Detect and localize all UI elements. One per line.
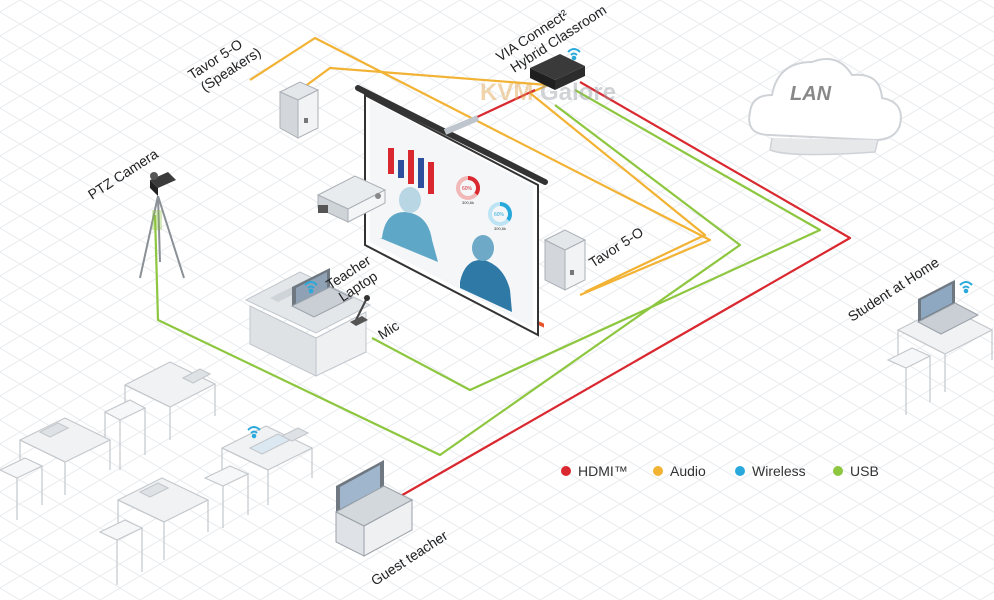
screen-gauge-2: 60% 300,6k [488,202,512,231]
legend-label: USB [850,463,879,479]
hdmi-cable-screen [474,89,536,119]
tavor-speaker-right [543,229,587,291]
student-desk-3 [203,425,314,528]
student-desks [0,361,314,585]
tavor-speaker-left [278,81,320,139]
gauge1-value: 60% [462,186,473,192]
legend-item-wireless: Wireless [735,463,806,479]
legend-swatch [653,466,663,476]
ptz-camera [139,172,185,279]
projector [316,115,480,223]
student-desk-1 [103,361,217,470]
legend-item-usb: USB [833,463,879,479]
audio-cable-speakers [249,36,712,297]
teacher-laptop-wifi-icon [304,281,318,294]
screen-gauge-1: 60% 300,6k [456,176,480,205]
microphone [350,295,370,326]
legend-label: HDMI™ [578,463,628,479]
screen-person-2 [460,235,512,312]
usb-cable-mic [371,89,822,392]
via-wifi-icon [567,48,581,61]
legend-item-hdmi: HDMI™ [561,463,628,479]
usb-cable-camera [153,104,742,457]
legend: HDMI™ Audio Wireless USB [561,463,879,479]
screen-person-1 [380,187,438,262]
audio-cable-tavor-right [528,83,707,293]
gauge2-sub: 300,6k [494,226,506,231]
projection-screen: 60% 300,6k 60% 300,6k [355,85,548,337]
student-desk-4 [98,477,210,585]
student-home-wifi-icon [959,281,973,294]
legend-label: Wireless [752,463,806,479]
guest-teacher-laptop [334,460,414,557]
student-desk-2 [0,417,112,520]
legend-swatch [735,466,745,476]
gauge1-sub: 300,6k [462,200,474,205]
student-home-laptop [916,280,980,335]
legend-label: Audio [670,463,706,479]
legend-item-audio: Audio [653,463,706,479]
hdmi-cable-guest [384,81,852,506]
legend-swatch [833,466,843,476]
lan-cloud: LAN [748,58,902,156]
audio-cable-tavor [299,66,549,91]
gauge2-value: 60% [494,212,505,218]
legend-swatch [561,466,571,476]
lan-label: LAN [790,83,832,105]
watermark-part1: KVM [480,79,533,106]
screen-bar-chart [388,148,434,194]
student-tablet-wifi-icon [247,426,261,439]
cables [153,36,852,506]
